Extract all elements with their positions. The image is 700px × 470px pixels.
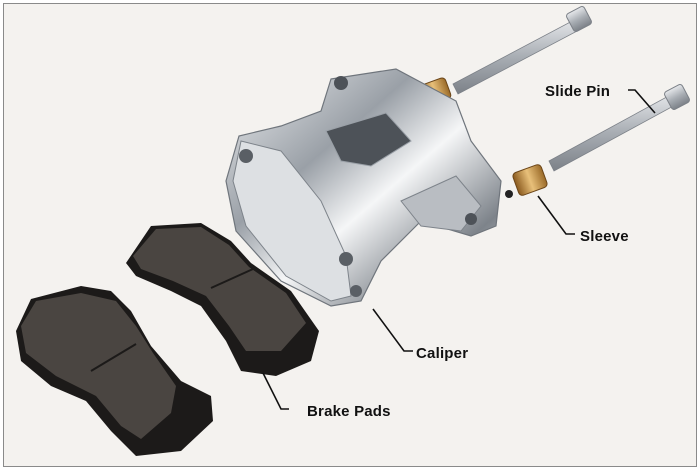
slide-pin-upper bbox=[452, 6, 592, 95]
callout-slide-pin: Slide Pin bbox=[545, 83, 611, 100]
brake-assembly-illustration bbox=[16, 6, 690, 456]
leader-lines bbox=[262, 89, 656, 410]
sleeve-lower bbox=[505, 164, 548, 198]
caliper-body bbox=[225, 68, 502, 307]
brake-pad-rear bbox=[126, 223, 319, 376]
callout-brake-pads: Brake Pads bbox=[307, 403, 391, 420]
callout-caliper: Caliper bbox=[416, 345, 469, 362]
callout-sleeve: Sleeve bbox=[580, 228, 629, 245]
photo-frame: Slide Pin Sleeve Caliper Brake Pads bbox=[3, 3, 697, 467]
slide-pin-lower bbox=[548, 84, 690, 172]
brake-pad-front bbox=[16, 286, 213, 456]
